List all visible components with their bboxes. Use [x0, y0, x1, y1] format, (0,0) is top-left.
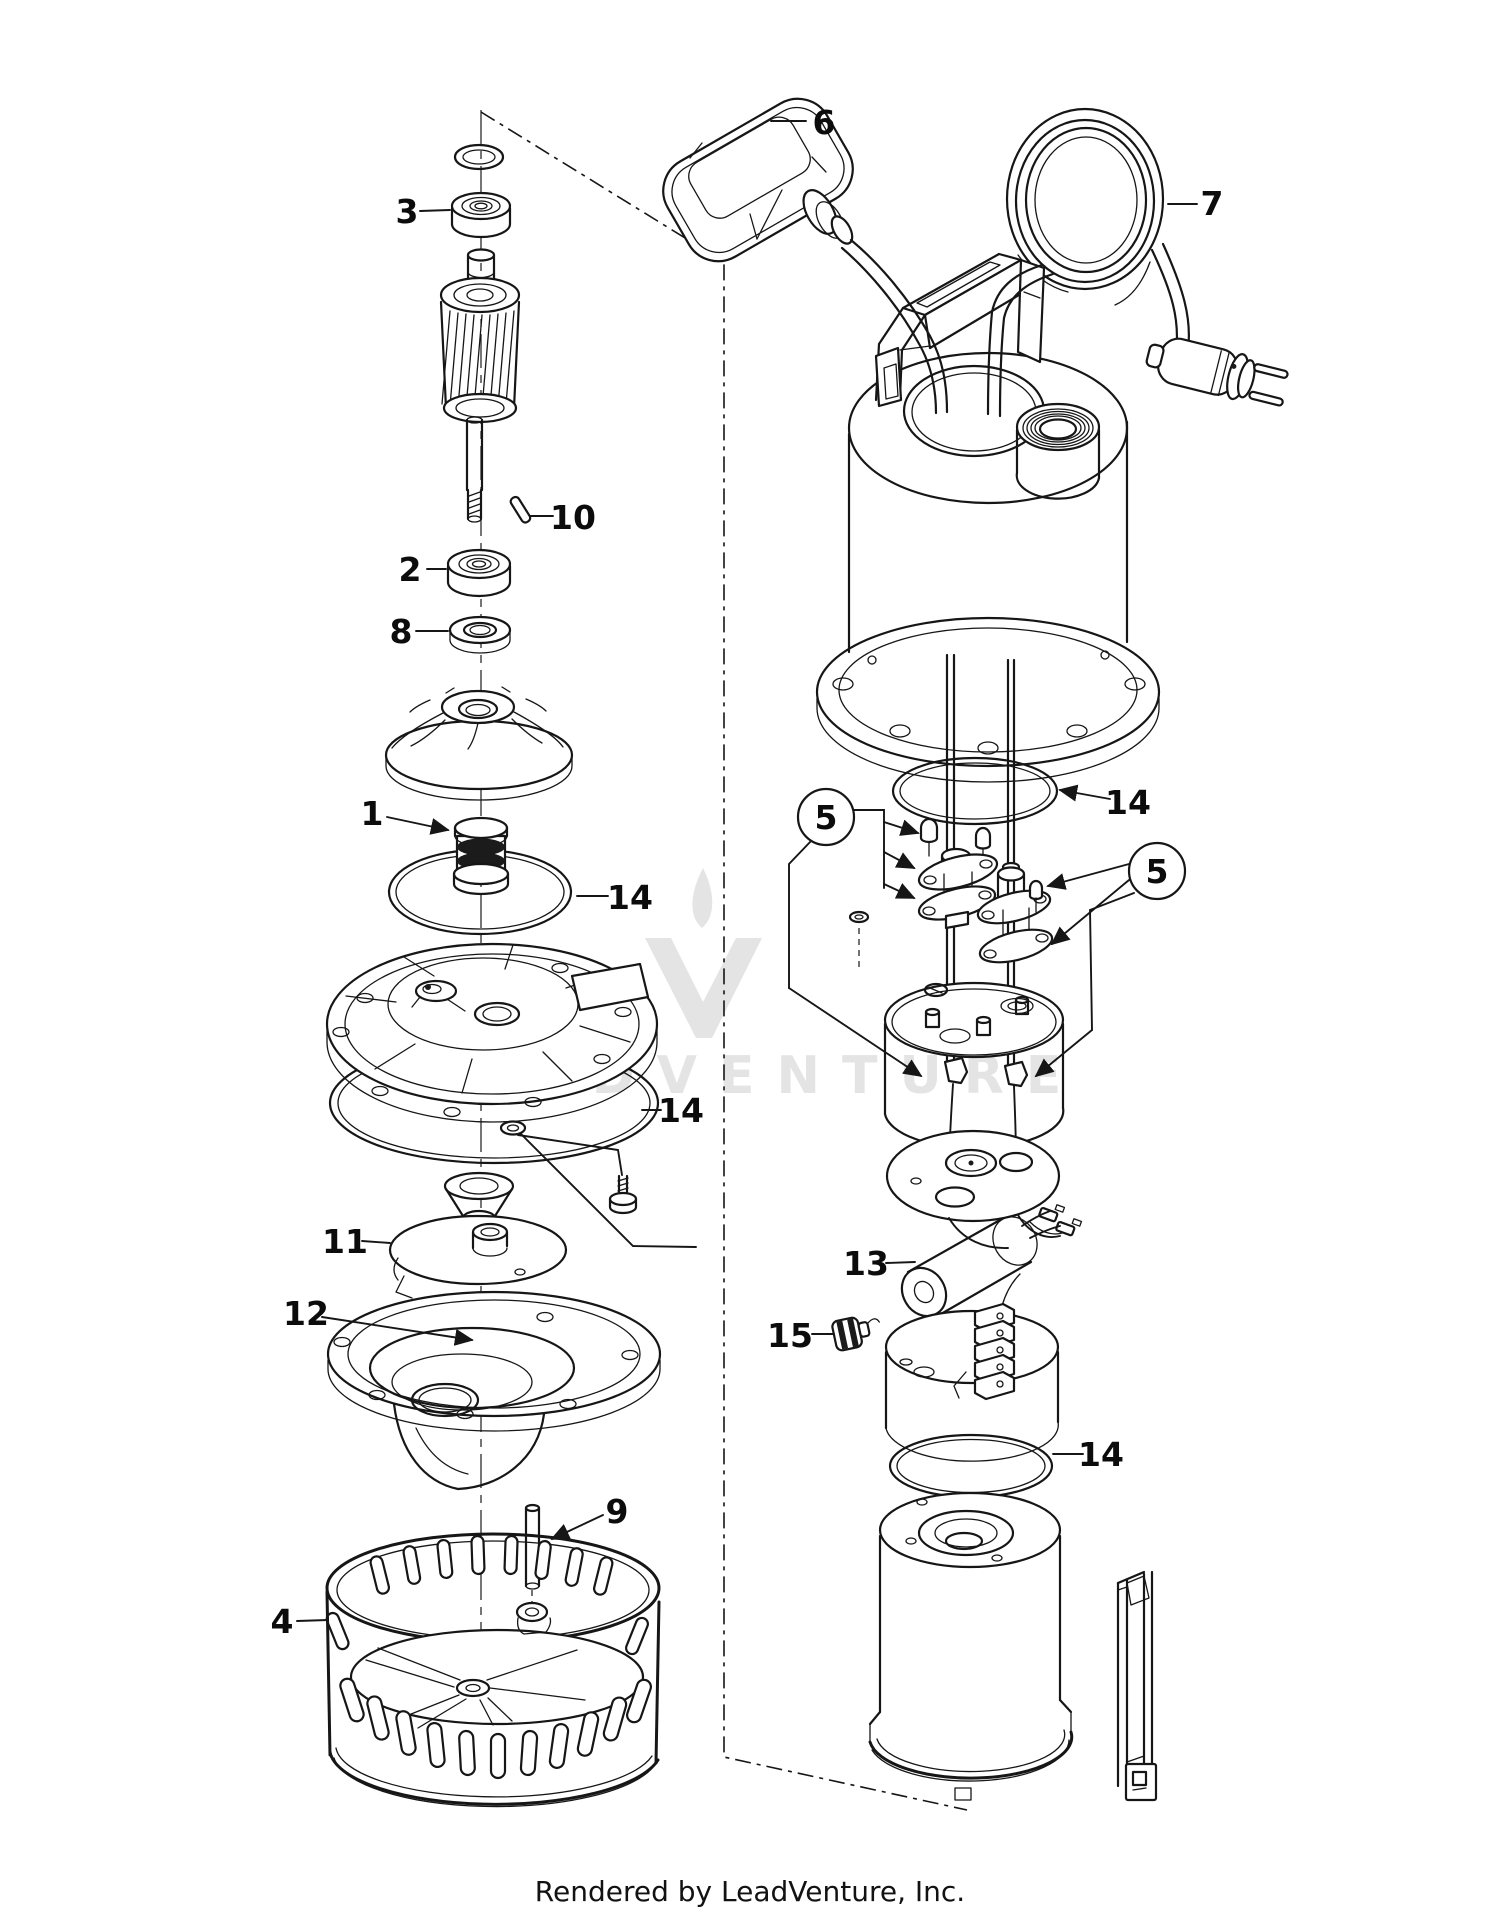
callout-2: 2: [399, 550, 422, 589]
part-stator-terminal-housing: [884, 1273, 1060, 1462]
part-oring-14-motor: [891, 756, 1059, 826]
part-oring-14-can: [888, 1433, 1054, 1499]
part-float-switch-6: [662, 97, 854, 263]
part-rotor: [439, 248, 521, 523]
part-gland-assemblies-5: [848, 817, 1054, 972]
callout-1: 1: [361, 794, 384, 833]
callout-lines: [296, 120, 1198, 1622]
callout-15: 15: [767, 1316, 813, 1355]
callout-labels: 3 10 2 8 1 14 14 11 12 9 4 6 7 14 13 15 …: [271, 103, 1224, 1641]
part-bearing-plate: [885, 1083, 1083, 1249]
part-bracket-strip: [1116, 1570, 1158, 1802]
callout-3: 3: [396, 192, 419, 231]
callout-14-plate: 14: [658, 1091, 704, 1130]
part-stator-can: [868, 1491, 1074, 1801]
part-diffuser: [384, 686, 574, 801]
callout-14-seal: 14: [607, 878, 653, 917]
callout-14-motor: 14: [1105, 783, 1151, 822]
part-mechanical-seal-1: [452, 816, 510, 896]
callout-10: 10: [550, 498, 596, 537]
callout-5-left-circle: [796, 787, 856, 847]
section-boundary-line: [480, 111, 968, 1811]
callout-5-right: 5: [1146, 852, 1169, 891]
callout-9: 9: [606, 1492, 629, 1531]
part-seal-ring-8: [448, 615, 512, 654]
part-strainer-base-4: [325, 1532, 661, 1808]
part-seal-plate: [325, 942, 660, 1165]
part-impeller-11: [388, 1214, 568, 1299]
callout-7: 7: [1201, 184, 1224, 223]
part-sensor-plug-15: [831, 1316, 880, 1352]
part-motor-housing: [815, 252, 1161, 783]
callout-5-right-circle: [1127, 841, 1187, 901]
part-power-cord-7: [1005, 107, 1191, 354]
part-washer-and-screw: [499, 1120, 697, 1248]
part-bearing-2: [446, 548, 512, 598]
part-plug: [1145, 337, 1289, 407]
footer-credit: Rendered by LeadVenture, Inc.: [535, 1875, 965, 1908]
part-bearing-3: [450, 191, 512, 239]
callout-12: 12: [283, 1294, 329, 1333]
callout-6: 6: [813, 103, 836, 142]
callout-8: 8: [390, 612, 413, 651]
cables-into-housing: [840, 238, 1055, 418]
callout-5-left: 5: [815, 798, 838, 837]
part-volute-body: [326, 1290, 662, 1491]
part-key-pin-10: [509, 495, 532, 524]
part-bearing-bracket: [883, 981, 1065, 1150]
part-capacitor-13: [900, 1210, 1061, 1318]
part-oring-small: [453, 143, 505, 171]
callout-4: 4: [271, 1602, 294, 1641]
callout-14-can: 14: [1078, 1435, 1124, 1474]
callout-13: 13: [843, 1244, 889, 1283]
callout-11: 11: [322, 1222, 368, 1261]
